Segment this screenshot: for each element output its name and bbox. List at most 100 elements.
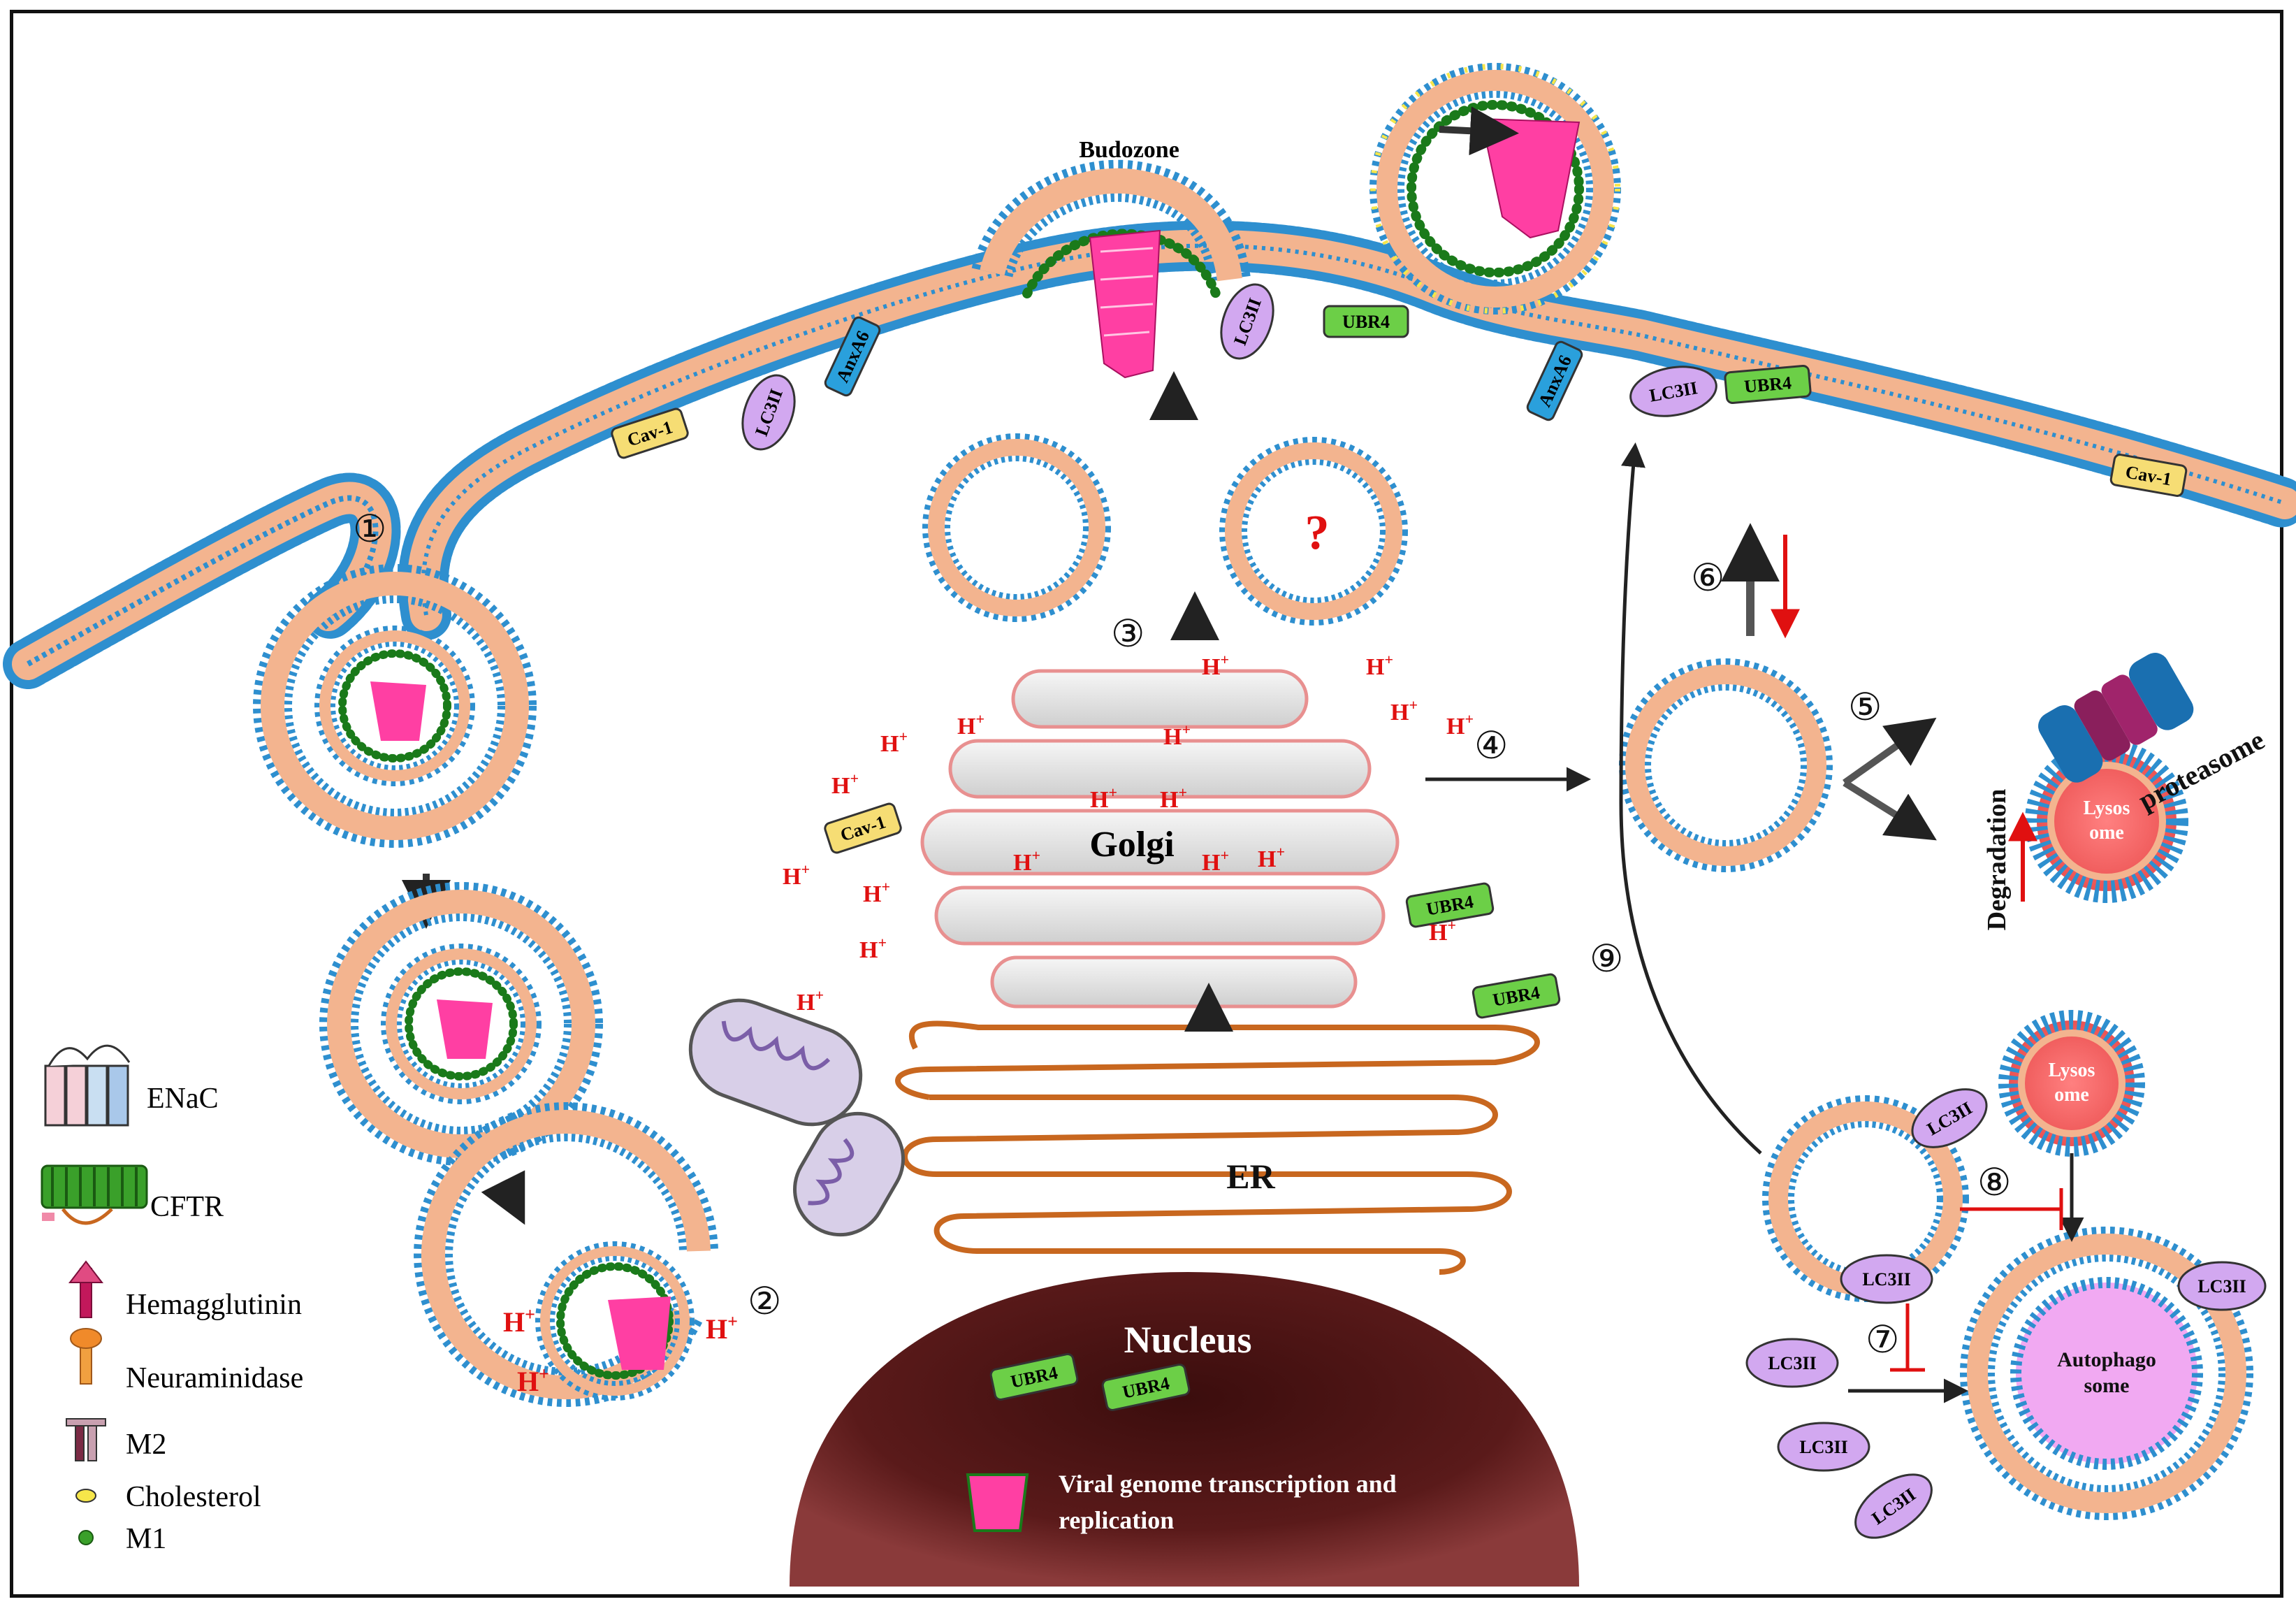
mitochondrion-2 [793, 1111, 905, 1237]
h-ion-6: H+ [1163, 721, 1191, 750]
autophagosome: Autophago some [1960, 1227, 2253, 1520]
legend-label-cftr: CFTR [150, 1191, 224, 1223]
h-ion-11: H+ [783, 860, 810, 890]
golgi-label: Golgi [1089, 825, 1174, 865]
h-ion-13: H+ [1013, 846, 1040, 876]
vesicle-secretory-1 [922, 433, 1111, 622]
h-ion-17: H+ [797, 986, 824, 1016]
arrow-to-lysosome [1843, 779, 1937, 841]
lc3ii-badge-membrane-3: LC3II [1629, 366, 1717, 417]
autophagosome-label-bottom: some [2084, 1374, 2130, 1397]
step-2: ② [748, 1279, 781, 1323]
lysosome-1-label-bottom: ome [2089, 822, 2124, 844]
viral-genome-icon [966, 1473, 1029, 1532]
legend-label-m2: M2 [126, 1429, 166, 1461]
svg-text:LC3II: LC3II [1768, 1353, 1816, 1373]
h-ion-3: H+ [957, 710, 984, 739]
neuraminidase-icon [70, 1328, 102, 1385]
step-9: ⑨ [1590, 937, 1623, 981]
endosome-1 [253, 564, 537, 848]
h-ion-9: H+ [1390, 696, 1418, 725]
legend-label-m1: M1 [126, 1523, 166, 1555]
legend-label-neuraminidase: Neuraminidase [126, 1362, 303, 1394]
legend-label-enac: ENaC [147, 1083, 219, 1115]
golgi-apparatus: Golgi [920, 669, 1400, 1009]
m2-icon [66, 1418, 106, 1461]
budozone-label: Budozone [1079, 137, 1179, 163]
lc3ii-badge-free-3: LC3II [1854, 1473, 1933, 1539]
budozone: Budozone [971, 137, 1251, 379]
step-3: ③ [1111, 612, 1145, 656]
h-ion-8: H+ [1160, 783, 1187, 813]
step-7: ⑦ [1866, 1317, 1899, 1361]
inhibit-step-7 [1890, 1303, 1925, 1372]
lysosome-2: Lysos ome [1998, 1010, 2145, 1157]
ubr4-badge-nucleus-1: UBR4 [989, 1352, 1079, 1401]
lc3ii-badge-free-1: LC3II [1745, 1338, 1839, 1388]
svg-text:LC3II: LC3II [1862, 1269, 1910, 1289]
nucleus-label: Nucleus [1124, 1319, 1251, 1361]
h-ion-12: H+ [863, 878, 890, 907]
cav1-badge-golgi: Cav-1 [824, 802, 902, 854]
ubr4-badge-membrane-2: UBR4 [1724, 365, 1812, 404]
svg-text:LC3II: LC3II [1799, 1437, 1847, 1457]
svg-text:UBR4: UBR4 [1342, 312, 1390, 332]
ubr4-badge-er: UBR4 [1472, 973, 1561, 1019]
vesicle-cftr-enac [1619, 658, 1833, 872]
budding-virion [1369, 63, 1621, 315]
anxa6-badge-right: AnxA6 [1526, 340, 1583, 421]
er-label: ER [1226, 1157, 1275, 1196]
step-6: ⑥ [1691, 556, 1724, 600]
h-ion-16: H+ [859, 934, 887, 963]
vesicle-secretory-2: ? [1219, 437, 1408, 626]
h-ion-5: H+ [831, 770, 859, 799]
arrow-endo-2 [481, 1170, 525, 1225]
h-ion-20: H+ [517, 1364, 549, 1397]
degradation-label: Degradation [1982, 789, 2012, 931]
h-ion-21: H+ [706, 1311, 738, 1345]
anxa6-badge-left: AnxA6 [824, 316, 881, 397]
h-ion-7: H+ [1090, 783, 1117, 813]
arrow-to-proteasome [1843, 717, 1937, 786]
svg-text:LC3II: LC3II [2197, 1276, 2246, 1296]
h-ion-4: H+ [880, 728, 908, 757]
lc3ii-badge-membrane-2: LC3II [1220, 283, 1274, 360]
question-mark: ? [1305, 506, 1330, 560]
h-ion-10: H+ [1446, 710, 1474, 739]
enac-icon [44, 1044, 131, 1127]
h-ion-1: H+ [1202, 651, 1229, 680]
autophagosome-label-top: Autophago [2057, 1348, 2156, 1371]
ubr4-badge-nucleus-2: UBR4 [1101, 1363, 1191, 1412]
cftr-icon [41, 1164, 148, 1225]
step-1: ① [353, 507, 386, 551]
lysosome-2-label-bottom: ome [2054, 1084, 2089, 1106]
proteasome [2038, 653, 2194, 783]
lysosome-1: Lysos ome [2025, 739, 2188, 903]
h-ion-19: H+ [503, 1304, 535, 1338]
lc3ii-badge-vesicle-1: LC3II [1911, 1088, 1988, 1148]
mitochondrion-1 [688, 998, 863, 1127]
lc3ii-badge-vesicle-2: LC3II [1840, 1254, 1933, 1304]
arrow-recycle-to-membrane [1619, 442, 1762, 1155]
viral-genome-line-1: Viral genome transcription and [1059, 1470, 1397, 1498]
inhibit-step-8 [1960, 1188, 2063, 1230]
cav1-badge-right: Cav-1 [2109, 454, 2188, 497]
viral-genome-label: Viral genome transcription and replicati… [1059, 1470, 1403, 1534]
legend: ENaC CFTR Hemagglutinin Neuraminidase M2 [41, 1044, 303, 1555]
cav1-badge-left: Cav-1 [611, 407, 689, 459]
m1-icon [78, 1530, 94, 1545]
nucleus: Nucleus Viral genome transcription and r… [790, 1272, 1579, 1587]
hemagglutinin-icon [68, 1260, 104, 1318]
ubr4-badge-golgi: UBR4 [1405, 882, 1495, 928]
ubr4-badge-membrane-1: UBR4 [1323, 305, 1409, 338]
step-4: ④ [1474, 723, 1508, 767]
viral-genome-line-2: replication [1059, 1506, 1174, 1534]
cholesterol-icon [75, 1489, 96, 1503]
step-8: ⑧ [1977, 1160, 2011, 1204]
lc3ii-badge-autophagosome: LC3II [2177, 1261, 2267, 1311]
h-ion-15: H+ [1258, 843, 1285, 872]
step-5: ⑤ [1848, 685, 1882, 729]
endoplasmic-reticulum: ER [895, 1020, 1540, 1275]
lc3ii-badge-membrane-1: LC3II [741, 374, 796, 451]
